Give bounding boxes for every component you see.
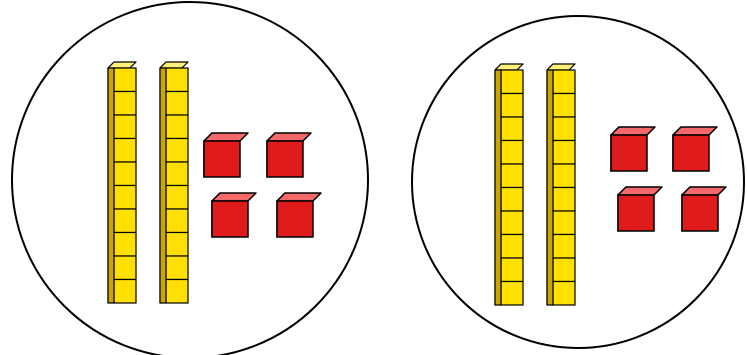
- unit-segment: [501, 70, 523, 94]
- unit-segment: [501, 258, 523, 282]
- unit-segment: [166, 115, 188, 139]
- unit-segment: [553, 117, 575, 141]
- unit-segment: [114, 186, 136, 210]
- unit-segment: [114, 256, 136, 280]
- unit-segment: [553, 235, 575, 259]
- unit-segment: [166, 162, 188, 186]
- unit-segment: [501, 235, 523, 259]
- unit-segment: [501, 164, 523, 188]
- unit-segment: [166, 280, 188, 304]
- unit-segment: [166, 209, 188, 233]
- tens-rod: [495, 64, 523, 305]
- unit-segment: [501, 141, 523, 165]
- unit-segment: [114, 115, 136, 139]
- unit-segment: [553, 94, 575, 118]
- unit-segment: [553, 141, 575, 165]
- group-1: [12, 2, 368, 355]
- tens-rod: [547, 64, 575, 305]
- unit-segment: [553, 282, 575, 306]
- unit-segment: [501, 282, 523, 306]
- unit-segment: [553, 211, 575, 235]
- unit-segment: [114, 280, 136, 304]
- unit-segment: [501, 188, 523, 212]
- unit-segment: [166, 68, 188, 92]
- unit-segment: [114, 92, 136, 116]
- tens-rod: [108, 62, 136, 303]
- group-circle: [412, 16, 744, 348]
- unit-segment: [501, 94, 523, 118]
- unit-segment: [501, 117, 523, 141]
- unit-segment: [501, 211, 523, 235]
- unit-segment: [166, 139, 188, 163]
- unit-segment: [114, 233, 136, 257]
- unit-segment: [553, 258, 575, 282]
- unit-segment: [553, 164, 575, 188]
- unit-segment: [166, 233, 188, 257]
- unit-segment: [114, 139, 136, 163]
- unit-segment: [114, 68, 136, 92]
- group-circle: [12, 2, 368, 355]
- tens-rod: [160, 62, 188, 303]
- unit-segment: [553, 70, 575, 94]
- unit-segment: [166, 92, 188, 116]
- unit-segment: [553, 188, 575, 212]
- unit-segment: [166, 186, 188, 210]
- unit-segment: [114, 162, 136, 186]
- unit-segment: [114, 209, 136, 233]
- unit-segment: [166, 256, 188, 280]
- group-2: [412, 16, 744, 348]
